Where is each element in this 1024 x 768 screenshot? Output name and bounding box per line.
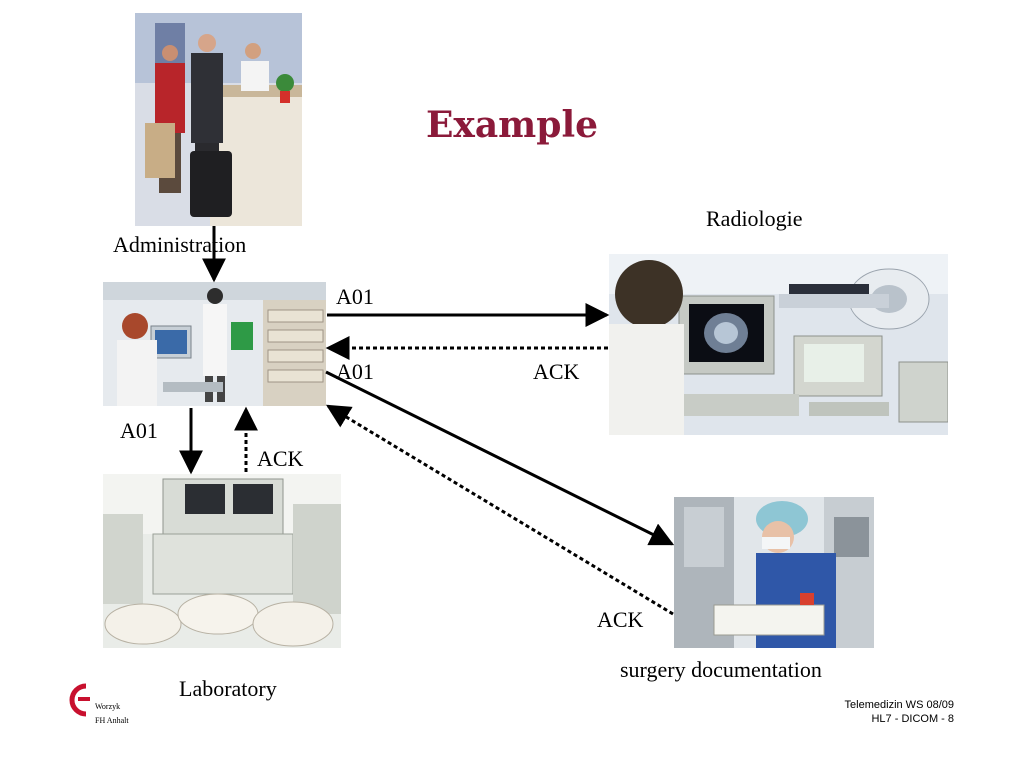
surgery-label: surgery documentation	[620, 657, 822, 682]
msg-label-radiology-ack: ACK	[533, 359, 580, 384]
slide-title: Example	[425, 104, 599, 146]
administration-photo	[135, 13, 302, 226]
msg-label-to-surgery: A01	[336, 359, 374, 384]
surgery-ack-arrow	[325, 404, 674, 616]
footer-slide-number: HL7 - DICOM - 8	[871, 713, 954, 725]
footer-institution: FH Anhalt	[95, 716, 129, 725]
radiology-label: Radiologie	[706, 206, 803, 231]
footer-course: Telemedizin WS 08/09	[844, 699, 954, 711]
laboratory-label: Laboratory	[179, 676, 277, 701]
hub-photo	[103, 282, 326, 406]
laboratory-photo	[103, 474, 341, 648]
footer-course-info: Telemedizin WS 08/09 HL7 - DICOM - 8	[845, 698, 954, 726]
footer-logo-text: Worzyk FH Anhalt	[95, 700, 129, 728]
radiology-photo	[609, 254, 948, 435]
surgery-photo	[674, 497, 874, 648]
msg-label-surgery-ack: ACK	[597, 607, 644, 632]
msg-label-to-radiology: A01	[336, 284, 374, 309]
msg-label-to-laboratory: A01	[120, 418, 158, 443]
msg-label-laboratory-ack: ACK	[257, 446, 304, 471]
fh-anhalt-logo-icon	[69, 683, 90, 717]
administration-label: Administration	[113, 232, 247, 257]
footer-author: Worzyk	[95, 702, 121, 711]
